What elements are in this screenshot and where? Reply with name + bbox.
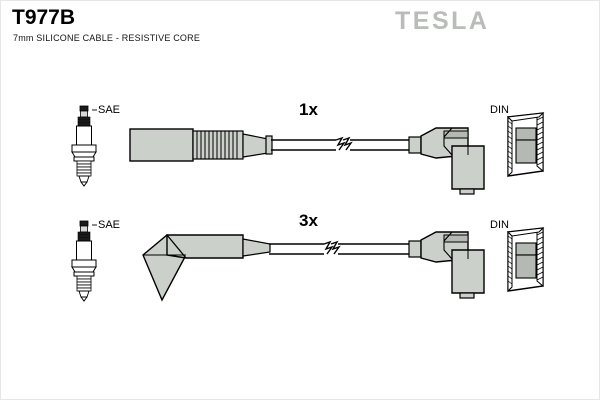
sae-boot-straight bbox=[129, 128, 273, 162]
cable-assembly-2 bbox=[71, 220, 545, 302]
spark-plug-icon bbox=[71, 220, 97, 302]
cable-run-1 bbox=[271, 139, 409, 151]
din-boot-right-angle bbox=[408, 231, 485, 299]
quantity-label-assembly-1: 1x bbox=[299, 100, 318, 119]
cable-break-symbol bbox=[323, 240, 341, 255]
din-socket-icon bbox=[506, 227, 545, 293]
cable-run-2 bbox=[269, 243, 409, 255]
terminal-label-din-1: DIN bbox=[490, 104, 509, 116]
product-subtitle: 7mm SILICONE CABLE - RESISTIVE CORE bbox=[13, 33, 201, 43]
terminal-label-din-2: DIN bbox=[490, 219, 509, 231]
spark-plug-icon bbox=[71, 105, 97, 187]
din-boot-right-angle bbox=[408, 127, 485, 195]
terminal-label-sae-2: SAE bbox=[98, 219, 121, 231]
brand-logo: TESLA bbox=[395, 7, 490, 35]
quantity-label-assembly-2: 3x bbox=[299, 211, 318, 230]
terminal-label-sae-1: SAE bbox=[98, 104, 121, 116]
page-title: T977B bbox=[12, 6, 76, 29]
sae-boot-angled bbox=[142, 234, 271, 302]
din-socket-icon bbox=[506, 112, 545, 178]
cable-break-symbol bbox=[335, 136, 353, 151]
